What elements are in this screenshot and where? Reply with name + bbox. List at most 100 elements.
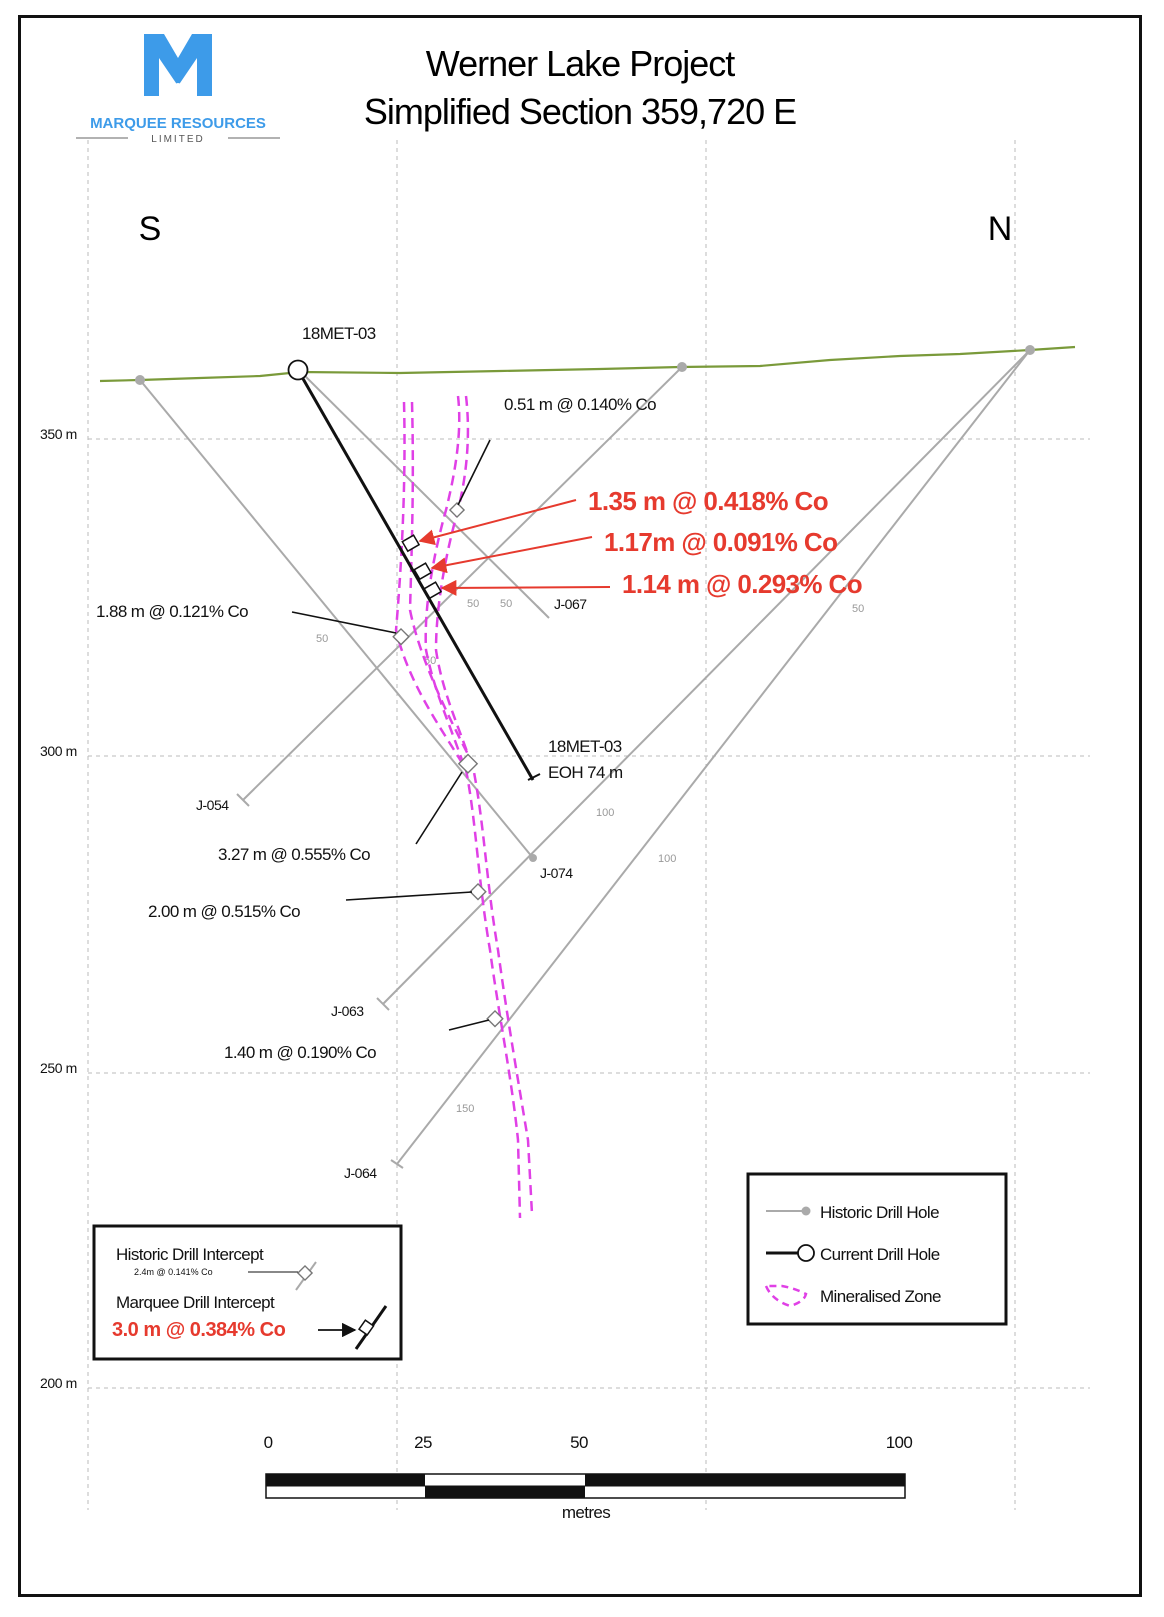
marquee-intercept-icon — [413, 562, 433, 581]
direction-south: S — [139, 210, 162, 248]
hole-legend-box — [746, 1172, 1008, 1326]
historic-intercept-text: 1.40 m @ 0.190% Co — [224, 1043, 376, 1062]
leader-line — [291, 611, 397, 634]
marquee-intercept-icon — [423, 581, 443, 600]
intercept-legend-historic-icon — [296, 1264, 314, 1282]
scale-tick-label: 50 — [570, 1433, 588, 1452]
scale-bar-segment — [266, 1474, 425, 1486]
historic-hole-j063 — [382, 349, 1031, 1005]
historic-hole-label: J-054 — [196, 797, 229, 813]
intercept-legend-marquee-icon — [357, 1319, 375, 1337]
elevation-label: 300 m — [40, 743, 77, 759]
logo-arch-icon — [168, 83, 188, 96]
leader-line — [448, 1019, 490, 1031]
direction-north: N — [988, 210, 1013, 248]
historic-toe-tick — [236, 793, 250, 807]
leader-line — [457, 439, 491, 506]
legend-historic-collar-icon — [801, 1206, 811, 1216]
historic-toe-tick — [376, 997, 390, 1011]
intercept-legend-historic-label: Historic Drill Intercept — [116, 1245, 264, 1264]
historic-intercept-text: 2.00 m @ 0.515% Co — [148, 902, 300, 921]
historic-intercept-text: 3.27 m @ 0.555% Co — [218, 845, 370, 864]
marquee-intercept-text: 1.14 m @ 0.293% Co — [622, 569, 862, 599]
leader-lines — [291, 439, 491, 1031]
marquee-arrow — [430, 536, 593, 574]
historic-intercept-icon — [448, 501, 466, 519]
topography-line — [99, 345, 1076, 383]
depth-mark: 50 — [500, 598, 512, 610]
legend-current-collar-icon — [797, 1244, 815, 1262]
current-hole-label: 18MET-03 — [302, 324, 376, 343]
historic-toe-icon — [529, 854, 537, 862]
historic-hole-label: J-064 — [344, 1165, 377, 1181]
historic-collar-icon — [135, 375, 145, 385]
historic-hole-j064 — [396, 349, 1031, 1165]
figure-frame — [18, 15, 1142, 1597]
historic-toe-tick — [536, 605, 550, 619]
historic-hole-label: J-067 — [554, 596, 587, 612]
elevation-label: 250 m — [40, 1060, 77, 1076]
hole-legend: Historic Drill Hole Current Drill Hole M… — [746, 1172, 1008, 1326]
current-collar-icon — [287, 359, 309, 381]
depth-mark: 100 — [658, 853, 676, 865]
scale-bar-segment — [425, 1486, 585, 1498]
elevation-label: 200 m — [40, 1375, 77, 1391]
depth-marks: 50 50 50 50 50 100 100 150 — [316, 598, 864, 1115]
marquee-intercept-text: 1.17m @ 0.091% Co — [604, 527, 837, 557]
historic-holes — [135, 345, 1035, 1169]
historic-intercept-icon — [392, 627, 410, 646]
historic-intercept-text: 0.51 m @ 0.140% Co — [504, 395, 656, 414]
eoh-label-line-1: 18MET-03 — [548, 737, 622, 756]
depth-mark: 50 — [852, 603, 864, 615]
current-hole-eoh-tick — [527, 773, 541, 781]
logo-sub-text: LIMITED — [151, 134, 204, 145]
intercept-legend-box — [92, 1224, 403, 1361]
grid — [87, 140, 1090, 1510]
zone-boundary-south — [394, 401, 522, 1219]
leader-line — [415, 771, 463, 845]
historic-intercept-icon — [486, 1009, 504, 1028]
scale-tick-label: 0 — [264, 1433, 273, 1452]
historic-toe-tick — [390, 1159, 404, 1169]
current-hole-18met-03 — [296, 369, 535, 781]
zone-boundary-north-inner — [434, 395, 472, 761]
historic-collar-icon — [677, 362, 687, 372]
depth-mark: 50 — [467, 598, 479, 610]
intercept-legend-historic-example: 2.4m @ 0.141% Co — [134, 1267, 213, 1277]
legend-current-label: Current Drill Hole — [820, 1245, 940, 1264]
depth-mark: 150 — [456, 1103, 474, 1115]
historic-hole-j067 — [299, 370, 544, 613]
zone-boundary-north — [424, 395, 464, 761]
historic-hole-label: J-074 — [540, 865, 573, 881]
logo-mark-icon — [144, 34, 212, 96]
legend-historic-label: Historic Drill Hole — [820, 1203, 939, 1222]
title-line-1: Werner Lake Project — [426, 43, 735, 84]
legend-zone-icon — [764, 1284, 808, 1308]
intercept-markers — [392, 501, 504, 1028]
marquee-arrow — [418, 499, 577, 546]
historic-collar-icon — [1025, 345, 1035, 355]
intercept-legend-marquee-example: 3.0 m @ 0.384% Co — [112, 1319, 286, 1341]
mineralised-zone — [394, 395, 534, 1219]
marquee-intercept-text: 1.35 m @ 0.418% Co — [588, 486, 828, 516]
intercept-legend: Historic Drill Intercept 2.4m @ 0.141% C… — [92, 1224, 403, 1361]
elevation-label: 350 m — [40, 426, 77, 442]
historic-intercept-icon — [457, 753, 479, 774]
legend-zone-label: Mineralised Zone — [820, 1287, 941, 1306]
logo-company-text: MARQUEE RESOURCES — [90, 115, 266, 132]
historic-hole-j074 — [139, 379, 534, 859]
historic-intercept-icon — [469, 882, 487, 901]
marquee-arrow — [440, 579, 611, 596]
eoh-label-line-2: EOH 74 m — [548, 763, 623, 782]
marquee-intercept-icon — [401, 534, 421, 553]
depth-mark: 50 — [316, 633, 328, 645]
intercept-legend-marquee-label: Marquee Drill Intercept — [116, 1293, 275, 1312]
marquee-logo: MARQUEE RESOURCES LIMITED — [76, 34, 280, 145]
historic-hole-j054 — [242, 366, 683, 801]
scale-bar-unit: metres — [562, 1503, 610, 1522]
title-line-2: Simplified Section 359,720 E — [364, 91, 796, 132]
historic-hole-label: J-063 — [331, 1003, 364, 1019]
leader-line — [345, 891, 473, 901]
scale-bar: 0 25 50 100 metres — [264, 1433, 913, 1522]
